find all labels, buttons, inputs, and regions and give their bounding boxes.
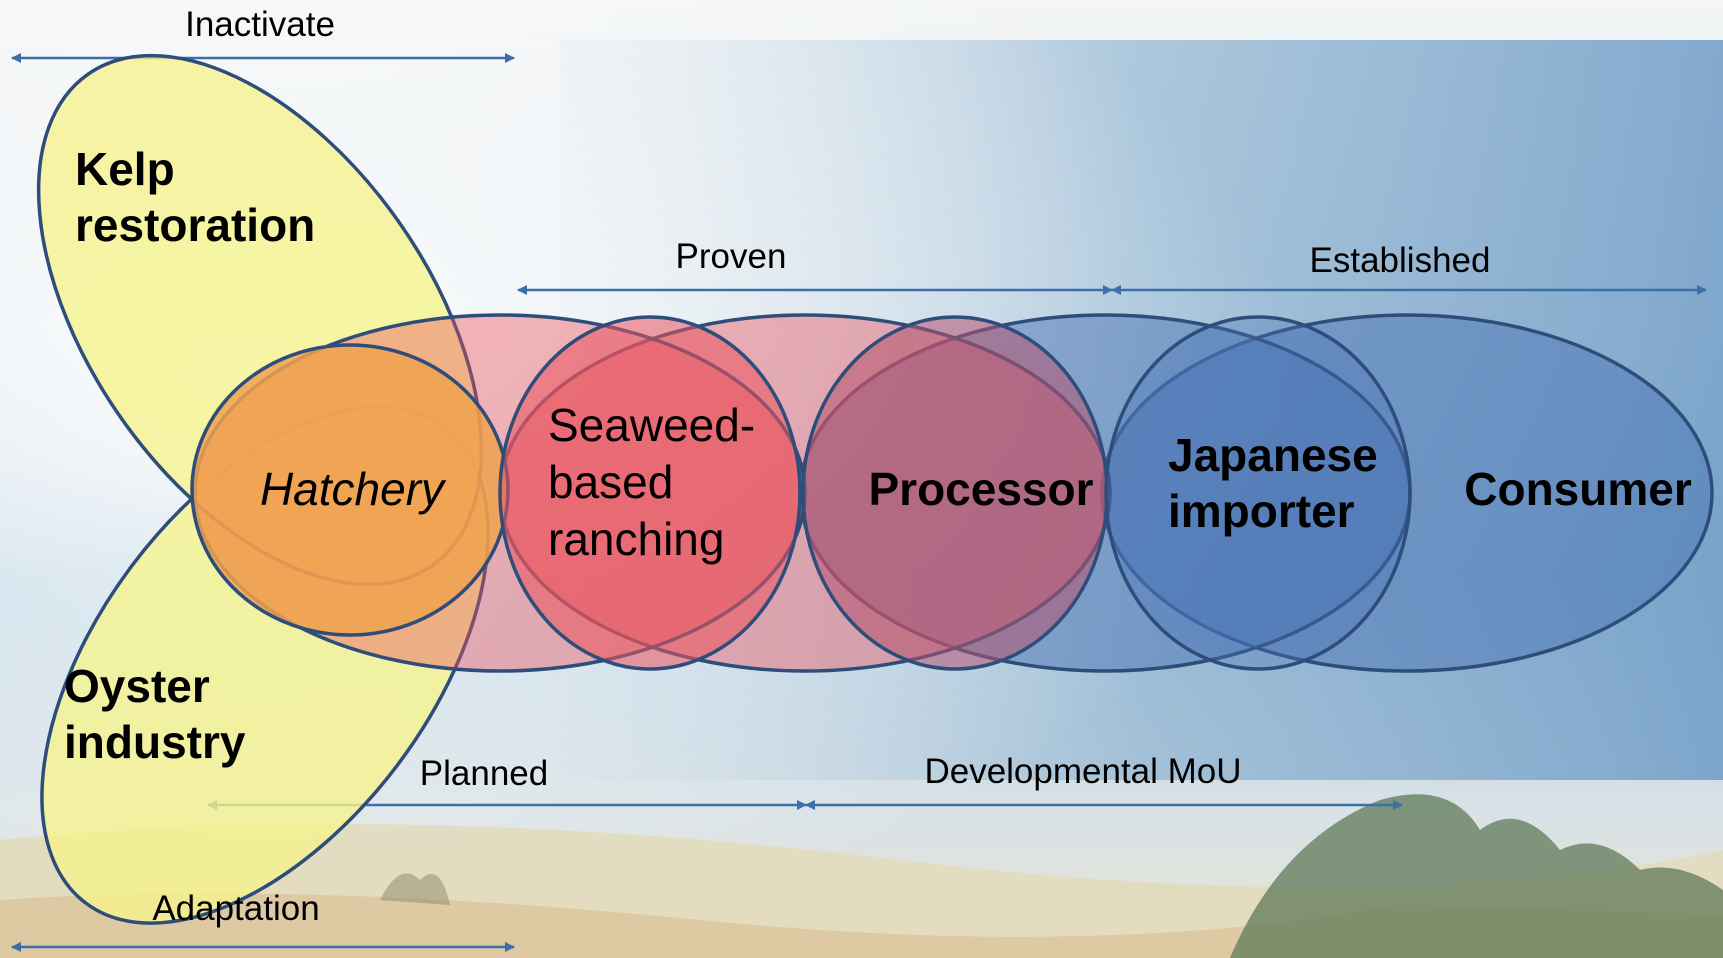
scale-labels: Inactivate Proven Established Planned De… — [152, 5, 1490, 928]
consumer-label: Consumer — [1464, 463, 1692, 515]
proven-label: Proven — [676, 237, 787, 276]
established-label: Established — [1310, 241, 1491, 280]
hatchery-label: Hatchery — [260, 463, 447, 515]
inactivate-label: Inactivate — [185, 5, 335, 44]
importer-label: Japanese importer — [1168, 429, 1390, 537]
kelp-label: Kelp restoration — [75, 143, 315, 251]
adaptation-label: Adaptation — [152, 889, 319, 928]
node-labels: Kelp restoration Oyster industry Hatcher… — [64, 143, 1692, 768]
seaweed-inner-ellipse — [498, 315, 802, 671]
developmental-label: Developmental MoU — [924, 752, 1241, 791]
planned-label: Planned — [420, 754, 548, 793]
importer-ellipse — [1104, 315, 1412, 671]
processor-label: Processor — [868, 463, 1093, 515]
oyster-label: Oyster industry — [64, 660, 246, 768]
seaweed-label: Seaweed- based ranching — [548, 399, 768, 565]
